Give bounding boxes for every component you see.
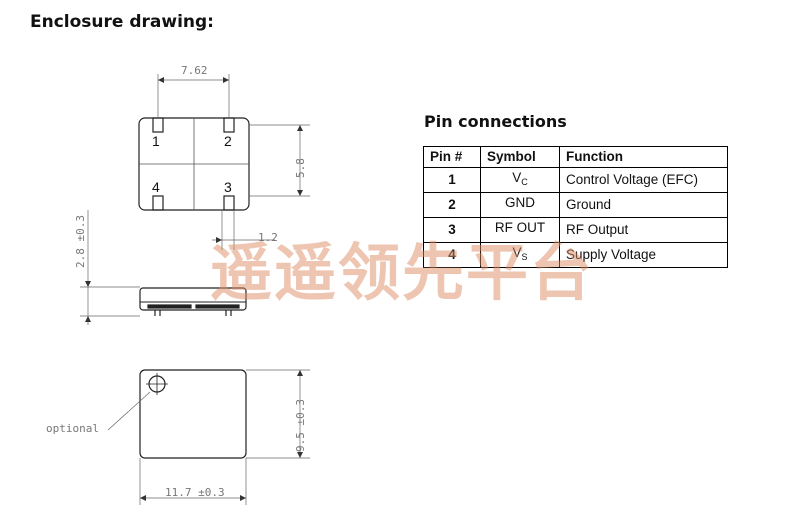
pin-label-4: 4 xyxy=(152,179,160,195)
pin-connections-heading: Pin connections xyxy=(424,112,567,131)
table-row: 3 RF OUT RF Output xyxy=(423,217,728,243)
pad-1 xyxy=(152,117,164,133)
column-header-symbol: Symbol xyxy=(480,146,560,168)
pin-symbol: GND xyxy=(480,192,560,218)
pin-function: Supply Voltage xyxy=(559,242,728,268)
pad-4 xyxy=(152,195,164,211)
pin-symbol: VC xyxy=(480,167,560,193)
table-row: 1 VC Control Voltage (EFC) xyxy=(423,167,728,193)
pin-number: 4 xyxy=(423,242,481,268)
dim-height-front: 2.8 ±0.3 xyxy=(74,215,87,268)
pin-label-2: 2 xyxy=(224,133,232,149)
pin-connections-table: Pin # Symbol Function 1 VC Control Volta… xyxy=(423,146,728,268)
bottom-view-body xyxy=(139,369,247,459)
enclosure-heading: Enclosure drawing: xyxy=(30,12,214,32)
pad-3 xyxy=(223,195,235,211)
pin-symbol: VS xyxy=(480,242,560,268)
dim-body-width: 11.7 ±0.3 xyxy=(165,486,225,499)
column-header-function: Function xyxy=(559,146,728,168)
pin-number: 2 xyxy=(423,192,481,218)
side-view-body xyxy=(139,287,247,311)
column-header-pin: Pin # xyxy=(423,146,481,168)
pad-2 xyxy=(223,117,235,133)
pin-number: 3 xyxy=(423,217,481,243)
table-row: 4 VS Supply Voltage xyxy=(423,242,728,268)
pin-function: Control Voltage (EFC) xyxy=(559,167,728,193)
pin-symbol: RF OUT xyxy=(480,217,560,243)
pin-label-1: 1 xyxy=(152,133,160,149)
dim-height-side: 5.8 xyxy=(294,158,307,178)
pin-label-3: 3 xyxy=(224,179,232,195)
pin-function: Ground xyxy=(559,192,728,218)
dim-body-height: 9.5 ±0.3 xyxy=(294,399,307,452)
dim-pin-pitch: 1.2 xyxy=(258,231,278,244)
pin-number: 1 xyxy=(423,167,481,193)
optional-label: optional xyxy=(46,422,99,435)
table-header-row: Pin # Symbol Function xyxy=(423,146,728,168)
dim-width-top: 7.62 xyxy=(181,64,208,77)
pin-function: RF Output xyxy=(559,217,728,243)
table-row: 2 GND Ground xyxy=(423,192,728,218)
